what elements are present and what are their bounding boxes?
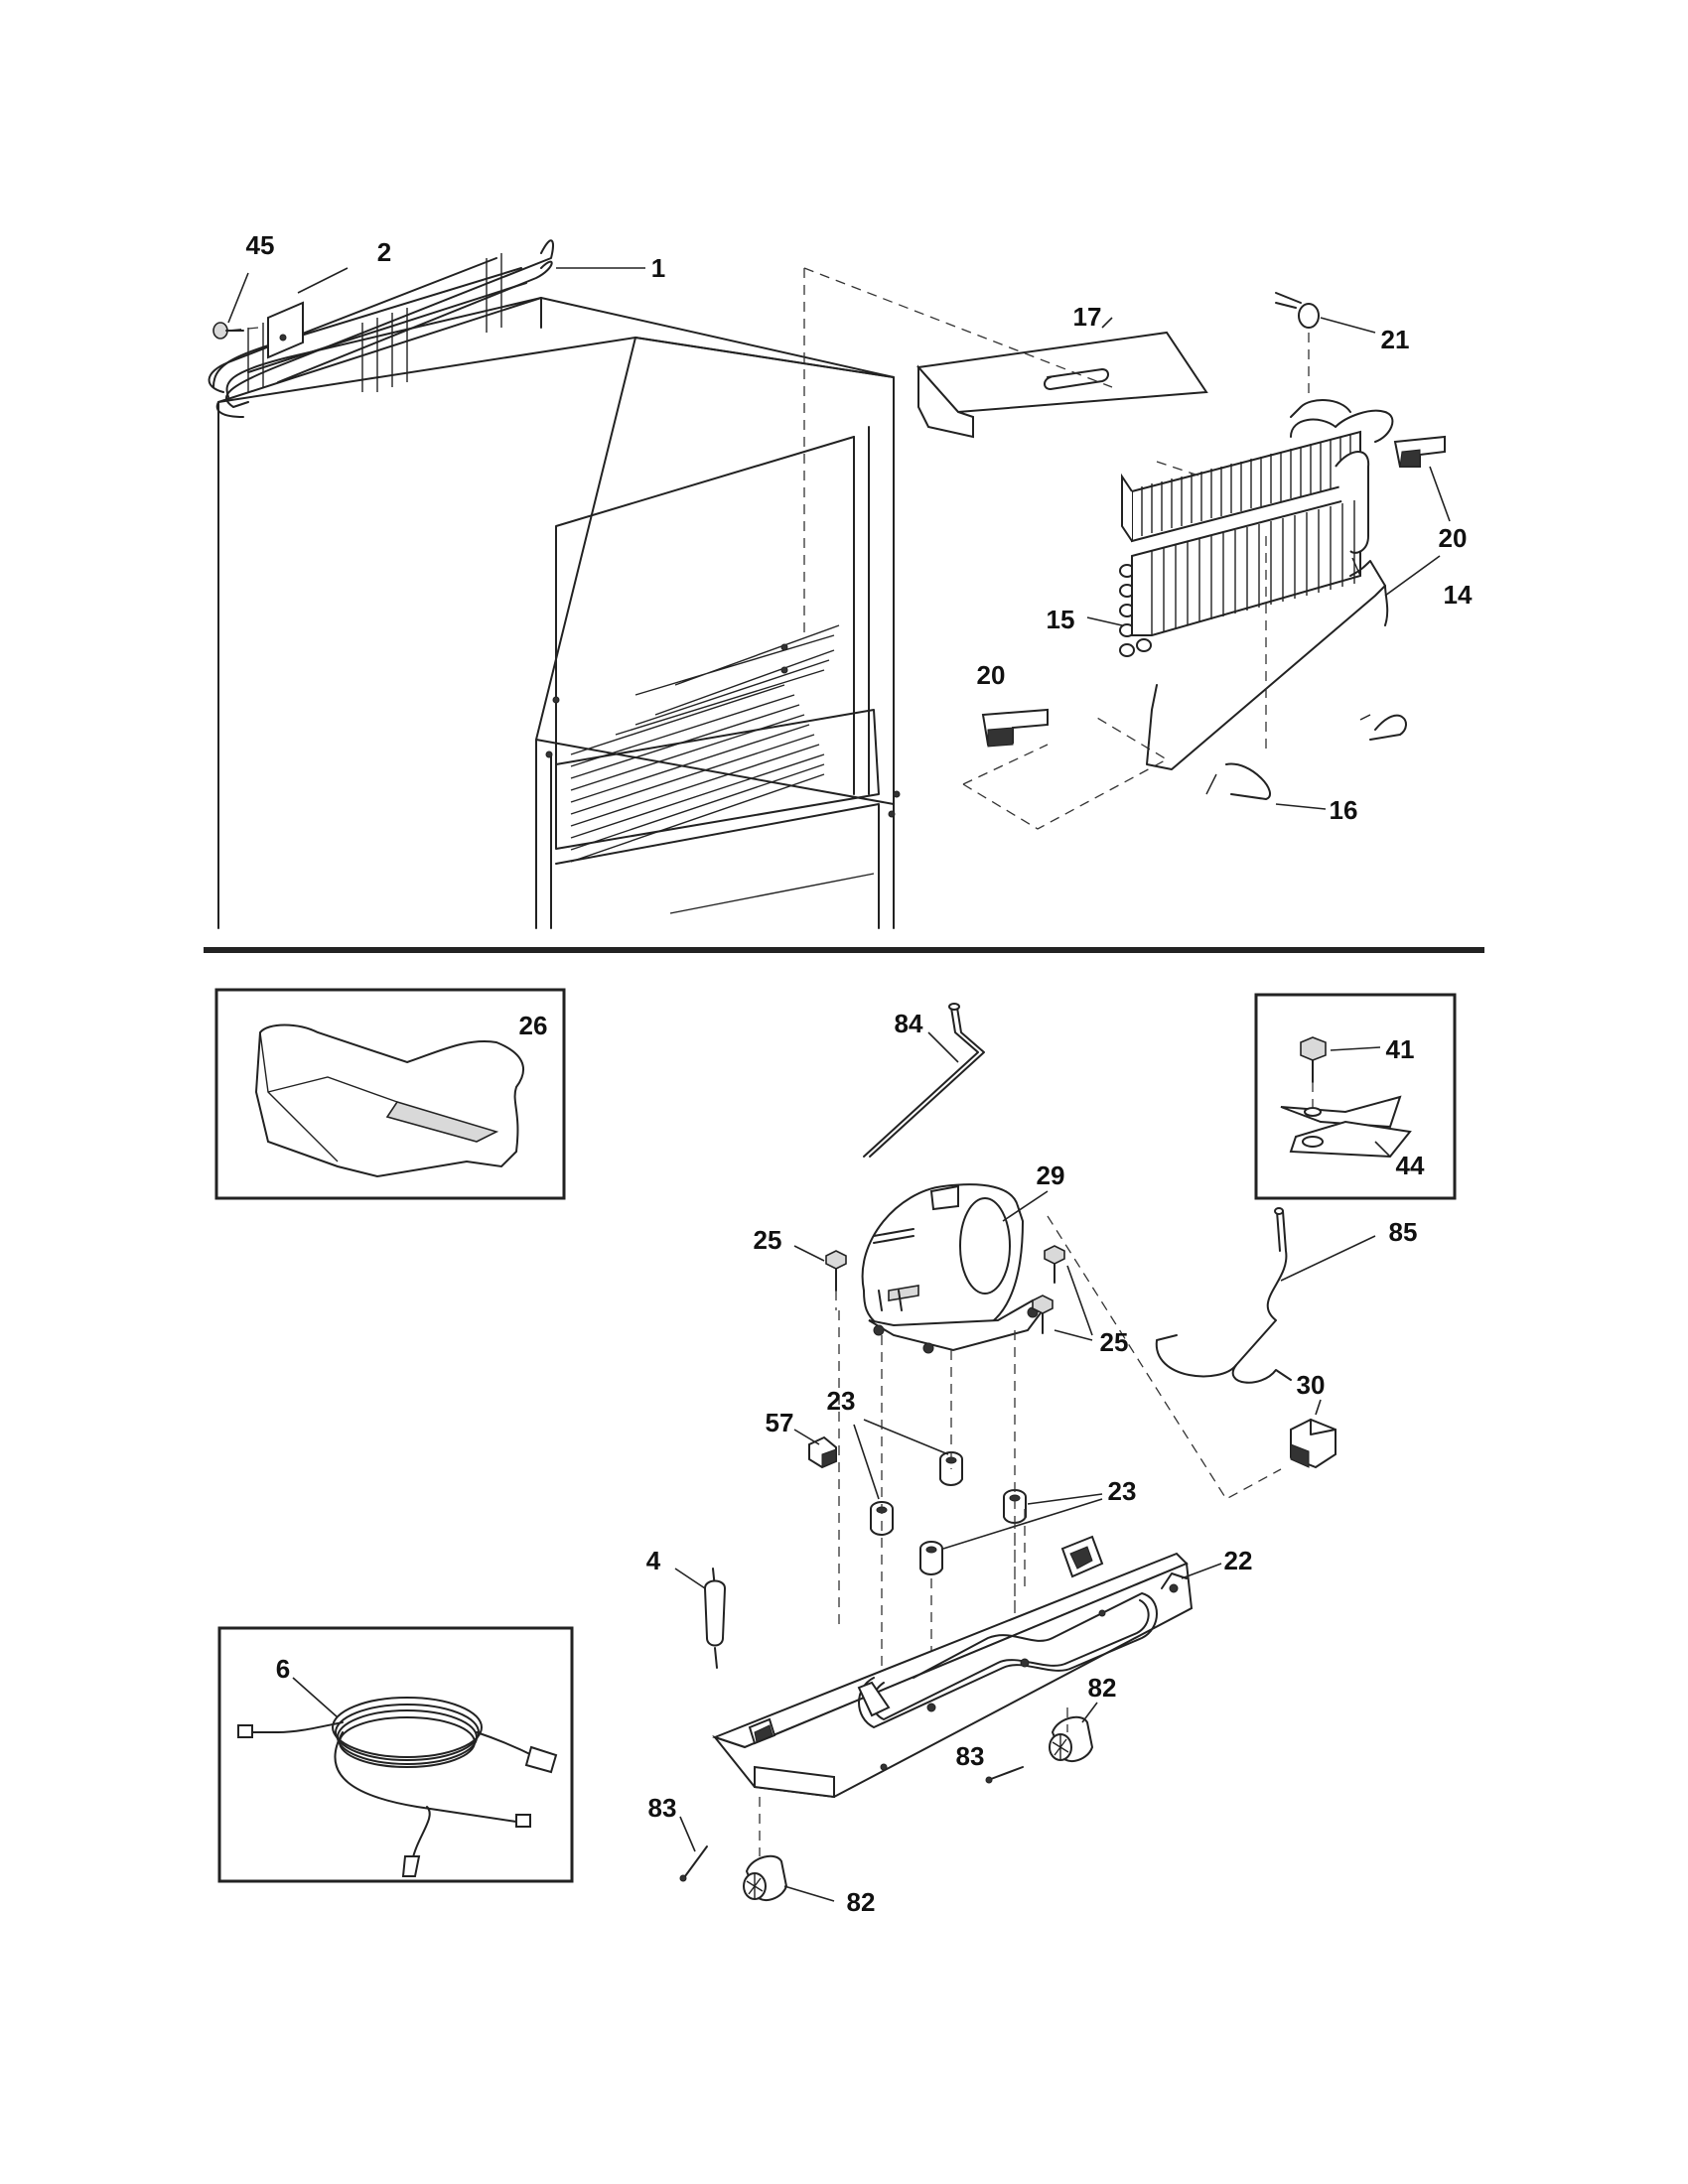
callout-83-right: 83 [956, 1741, 985, 1771]
callout-1: 1 [651, 253, 665, 283]
callout-25-right: 25 [1100, 1327, 1129, 1357]
screw-part-left [825, 1250, 847, 1310]
process-tube-part [863, 1003, 985, 1158]
callout-41: 41 [1386, 1034, 1415, 1064]
callout-83-left: 83 [648, 1793, 677, 1823]
pin-part-right [985, 1766, 1024, 1784]
bolt-part [1300, 1036, 1327, 1107]
power-cord-inset-frame [217, 1626, 574, 1883]
screw-part [212, 322, 244, 340]
refrigerator-cabinet [217, 297, 901, 929]
callout-16: 16 [1330, 795, 1358, 825]
callout-20-upper: 20 [1439, 523, 1468, 553]
callout-2: 2 [377, 237, 391, 267]
filter-drier-part [703, 1568, 727, 1669]
callout-21: 21 [1381, 325, 1410, 354]
callout-14: 14 [1444, 580, 1473, 610]
callout-6: 6 [276, 1654, 290, 1684]
clip-part-lower [981, 708, 1049, 748]
section-divider [204, 947, 1484, 953]
overload-protector-part [1290, 1418, 1336, 1469]
callout-17: 17 [1073, 302, 1102, 332]
mounting-hardware-inset-frame [1254, 993, 1457, 1200]
bracket-part [227, 301, 304, 359]
callout-4: 4 [646, 1546, 661, 1575]
drain-tube-part [1146, 557, 1389, 770]
foot-part-right [1049, 1715, 1094, 1762]
callout-25-left: 25 [754, 1225, 782, 1255]
callout-45: 45 [246, 230, 275, 260]
clip-part [808, 1435, 837, 1469]
mounting-bracket-part [1280, 1095, 1412, 1159]
callout-15: 15 [1047, 605, 1075, 634]
clip-part-upper [1393, 435, 1446, 468]
callout-57: 57 [766, 1408, 794, 1437]
callout-26: 26 [519, 1011, 548, 1040]
ice-bin-inset-frame [214, 988, 566, 1200]
grommet-part-1 [939, 1451, 963, 1486]
callout-23-upper: 23 [827, 1386, 856, 1416]
ice-bin-part [254, 1024, 525, 1178]
callout-82-right: 82 [1088, 1673, 1117, 1703]
callout-82-left: 82 [847, 1887, 876, 1917]
grommet-part [1275, 292, 1320, 397]
screw-part-right-lower [1032, 1295, 1054, 1334]
power-cord-part [237, 1697, 558, 1877]
tubing-part [1155, 1207, 1292, 1384]
drain-trough-part [916, 331, 1208, 439]
foot-part-left [743, 1854, 788, 1901]
compressor-part [861, 1183, 1045, 1354]
callout-22: 22 [1224, 1546, 1253, 1575]
drain-clip-part [1205, 714, 1407, 800]
compressor-base-part [712, 1535, 1194, 1799]
pin-part-left [679, 1845, 708, 1882]
callout-23-lower: 23 [1108, 1476, 1137, 1506]
callout-85: 85 [1389, 1217, 1418, 1247]
callout-30: 30 [1297, 1370, 1326, 1400]
callout-29: 29 [1037, 1160, 1065, 1190]
grommet-part-3 [1003, 1489, 1027, 1524]
grommet-part-4 [919, 1541, 943, 1575]
callout-20-lower: 20 [977, 660, 1006, 690]
callout-84: 84 [895, 1009, 923, 1038]
callout-44: 44 [1396, 1151, 1425, 1180]
screw-part-right-upper [1044, 1245, 1065, 1284]
evaporator-part [1119, 399, 1394, 657]
